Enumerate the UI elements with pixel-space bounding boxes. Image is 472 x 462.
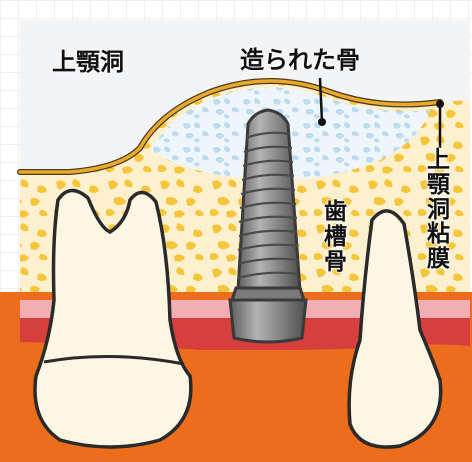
graft-pointer-dot: [318, 118, 326, 126]
right-tooth: [347, 209, 443, 449]
label-sinus-membrane-char-2: 顎: [427, 171, 450, 198]
membrane-pointer-dot: [436, 100, 444, 108]
label-grafted-bone: 造られた骨: [240, 46, 360, 74]
graft-pointer-line: [318, 77, 324, 123]
label-alveolar-bone-char-1: 歯: [324, 199, 347, 225]
left-tooth: [33, 188, 193, 449]
label-alveolar-bone-char-3: 骨: [324, 248, 347, 275]
label-sinus-membrane: 上 顎 洞 粘 膜: [427, 148, 450, 272]
implant: [228, 108, 308, 344]
label-sinus-membrane-char-3: 洞: [427, 196, 450, 223]
label-sinus-membrane-char-5: 膜: [427, 246, 450, 273]
label-sinus-membrane-char-4: 粘: [427, 221, 450, 248]
label-sinus-membrane-char-1: 上: [427, 147, 450, 173]
label-alveolar-bone: 歯 槽 骨: [324, 200, 347, 274]
label-alveolar-bone-char-2: 槽: [324, 223, 347, 250]
label-maxillary-sinus: 上顎洞: [52, 48, 124, 76]
sinus-cavity: [20, 20, 470, 172]
sinus-membrane-line: [18, 79, 442, 174]
